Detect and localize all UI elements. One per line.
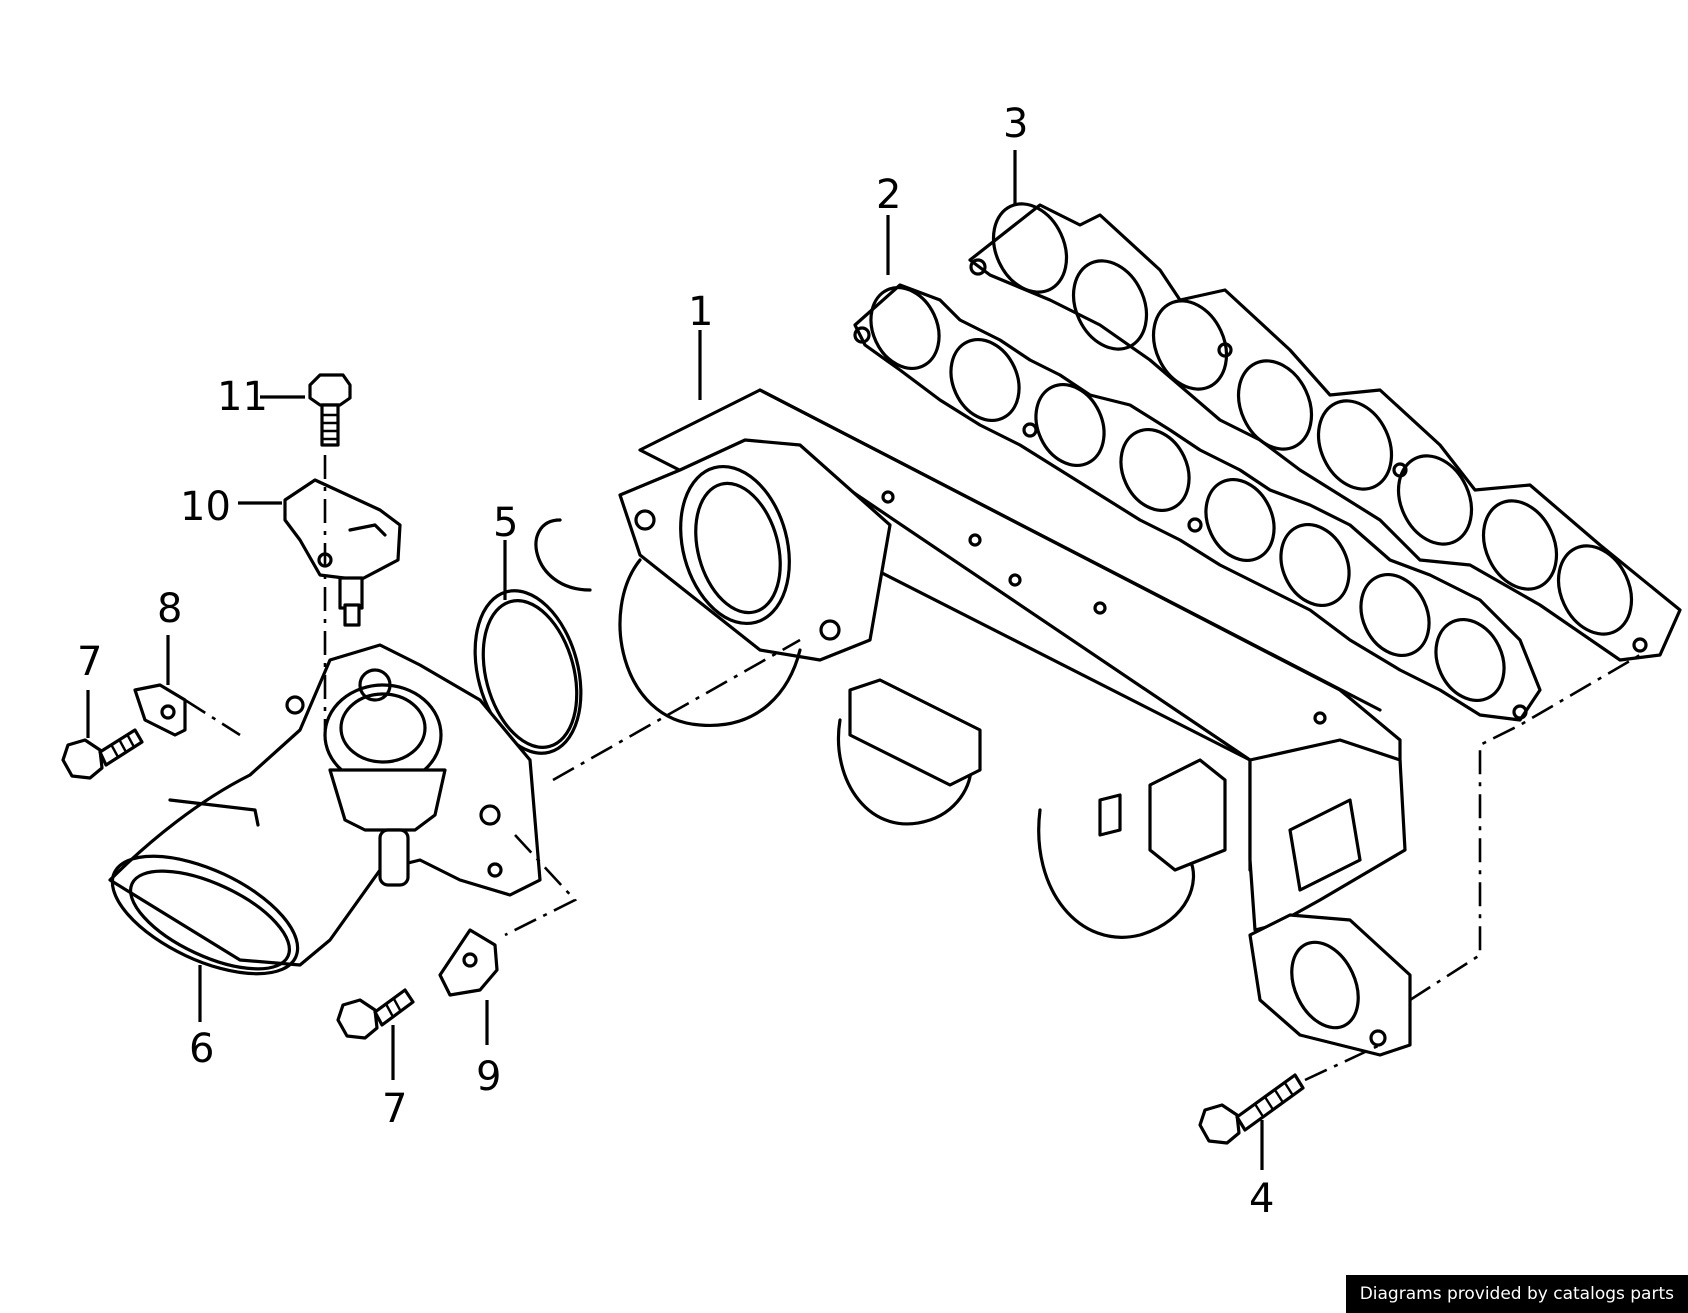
intake-manifold-1 — [534, 388, 1412, 1057]
callout-3: 3 — [1003, 101, 1028, 147]
bracket-9 — [438, 928, 499, 997]
callout-6: 6 — [189, 1026, 214, 1072]
callout-11: 11 — [217, 374, 268, 420]
attribution-badge: Diagrams provided by catalogs parts — [1345, 1275, 1688, 1313]
callout-7-middle: 7 — [382, 1086, 407, 1132]
bolt-7-middle — [336, 988, 415, 1040]
callout-1: 1 — [688, 289, 713, 335]
bolt-4 — [1198, 1073, 1305, 1145]
gasket-2 — [853, 283, 1542, 722]
bolt-7-left — [61, 728, 144, 780]
callouts: 1 2 3 4 5 6 7 7 8 9 10 11 — [77, 101, 1274, 1222]
callout-4: 4 — [1249, 1176, 1274, 1222]
dash-lines — [184, 455, 1641, 1082]
bolt-11 — [308, 373, 352, 447]
leader-lines — [86, 150, 1264, 1170]
callout-2: 2 — [876, 172, 901, 218]
throttle-housing-6 — [108, 643, 542, 976]
callout-9: 9 — [476, 1054, 501, 1100]
callout-10: 10 — [180, 484, 231, 530]
bracket-8 — [133, 683, 187, 737]
callout-8: 8 — [157, 586, 182, 632]
callout-7-left: 7 — [77, 639, 102, 685]
sensor-10 — [283, 478, 402, 627]
callout-5: 5 — [493, 500, 518, 546]
gasket-3 — [968, 202, 1682, 662]
